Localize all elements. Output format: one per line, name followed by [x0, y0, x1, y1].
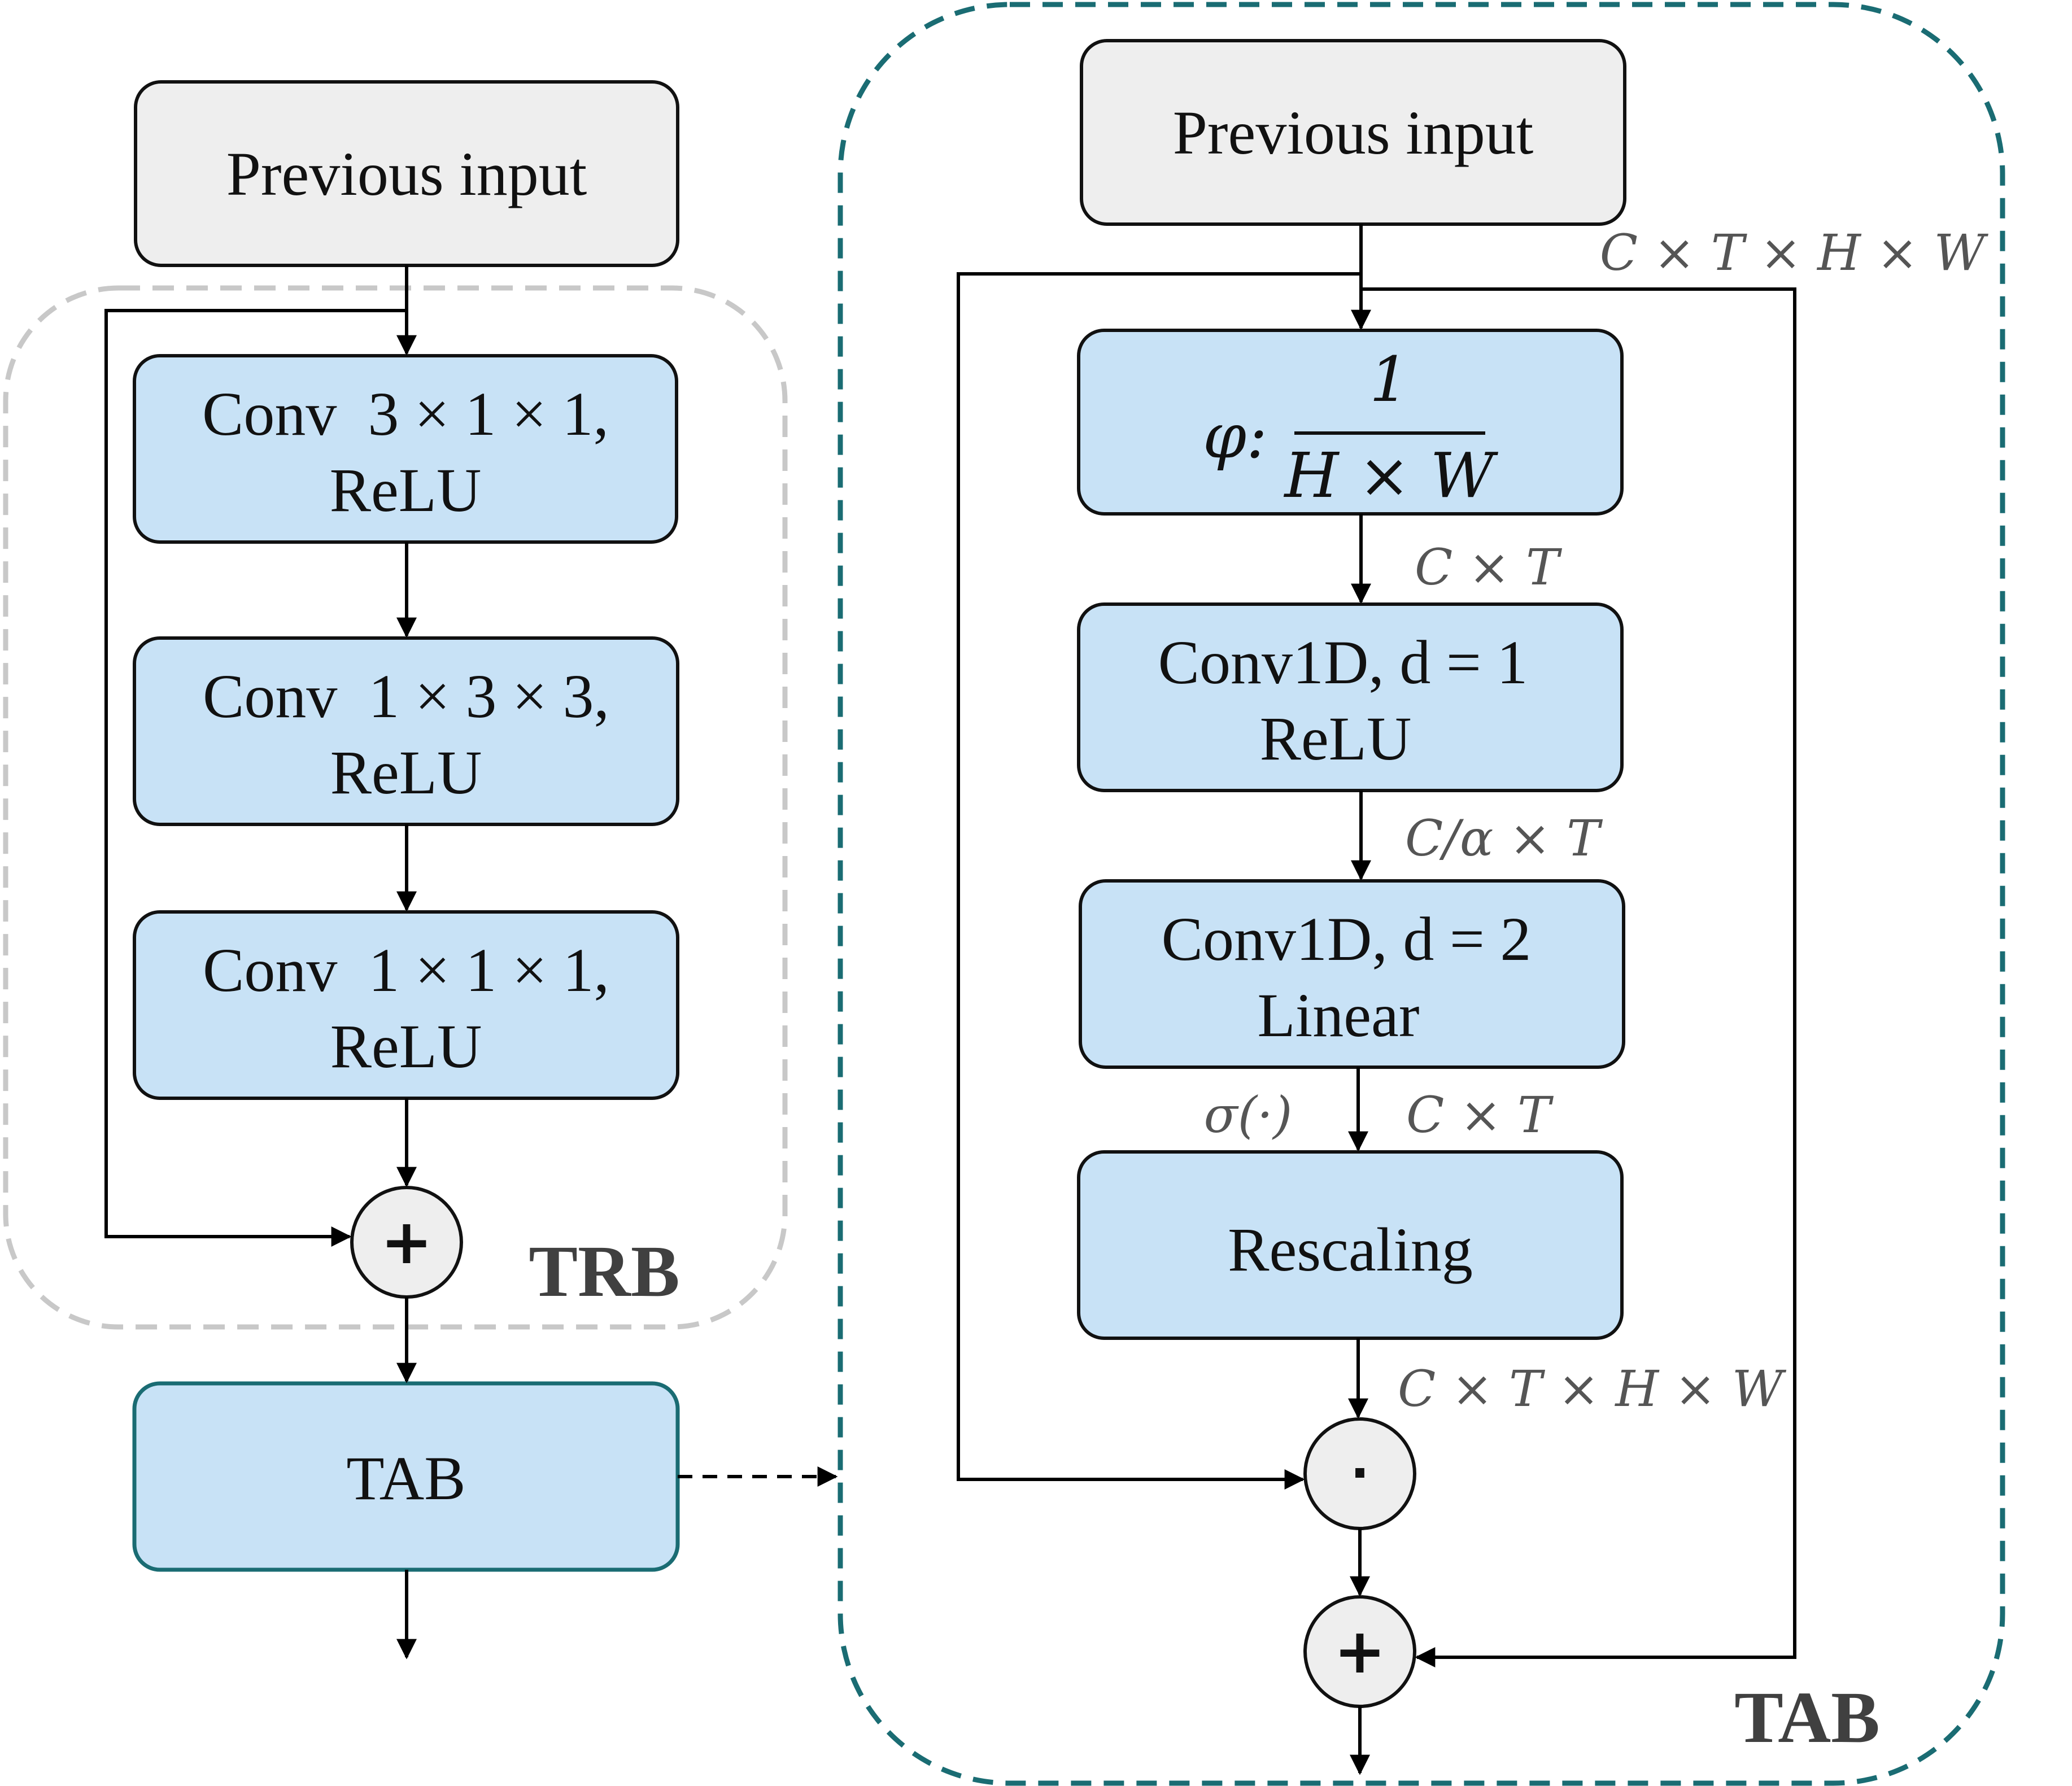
phi-denominator: H × W [1283, 439, 1498, 512]
sigma-label: σ(·) [1204, 1086, 1293, 1144]
dim-after-phi-label: C × T [1415, 538, 1563, 596]
rescaling-label: Rescaling [1228, 1215, 1473, 1284]
left-previous-input-label: Previous input [226, 139, 587, 208]
conv-3x1x1-node: Conv 3 × 1 × 1, ReLU [133, 354, 678, 544]
phi-pooling-node: φ: 1 H × W [1077, 329, 1624, 516]
dim-after-rescaling-label: C × T × H × W [1398, 1360, 1787, 1418]
conv-1x3x3-node: Conv 1 × 3 × 3, ReLU [133, 636, 679, 826]
phi-numerator: 1 [1369, 343, 1409, 416]
conv-3x1x1-line1: Conv 3 × 1 × 1, [202, 379, 609, 448]
conv-1x3x3-line2: ReLU [330, 738, 482, 807]
right-previous-input-node: Previous input [1080, 39, 1626, 226]
conv1d-d2-line1: Conv1D, d = 2 [1162, 905, 1532, 973]
left-previous-input-node: Previous input [134, 80, 679, 267]
trb-container [3, 285, 788, 1330]
conv1d-d2-line2: Linear [1257, 981, 1419, 1050]
phi-prefix: φ: [1203, 400, 1267, 472]
right-add-symbol: + [1334, 1615, 1386, 1687]
left-connectors [104, 265, 838, 1660]
rescaling-node: Rescaling [1077, 1150, 1624, 1340]
conv1d-d2-node: Conv1D, d = 2 Linear [1079, 879, 1625, 1069]
tab-container [837, 2, 2005, 1786]
conv-3x1x1-line2: ReLU [330, 456, 482, 525]
right-previous-input-label: Previous input [1173, 98, 1534, 167]
right-add-node: + [1303, 1595, 1416, 1708]
tab-label: TAB [1734, 1677, 1880, 1758]
right-connectors [957, 224, 1796, 1775]
left-add-symbol: + [381, 1206, 433, 1278]
conv-1x3x3-line1: Conv 1 × 3 × 3, [203, 662, 609, 731]
left-tab-label: TAB [346, 1444, 465, 1513]
dim-after-conv2-label: C × T [1406, 1086, 1554, 1144]
trb-label: TRB [529, 1231, 679, 1312]
dim-input-label: C × T × H × W [1600, 224, 1989, 282]
left-add-node: + [350, 1186, 463, 1299]
conv-1x1x1-line2: ReLU [330, 1012, 482, 1081]
conv1d-d1-line1: Conv1D, d = 1 [1158, 628, 1528, 697]
conv1d-d1-node: Conv1D, d = 1 ReLU [1077, 602, 1624, 792]
conv-1x1x1-node: Conv 1 × 1 × 1, ReLU [133, 910, 679, 1100]
dim-after-conv1-label: C/α × T [1405, 809, 1603, 867]
multiply-symbol: · [1350, 1444, 1369, 1503]
left-tab-node: TAB [132, 1381, 680, 1572]
conv-1x1x1-line1: Conv 1 × 1 × 1, [203, 936, 609, 1005]
multiply-node: · [1303, 1417, 1416, 1530]
conv1d-d1-line2: ReLU [1260, 704, 1412, 773]
